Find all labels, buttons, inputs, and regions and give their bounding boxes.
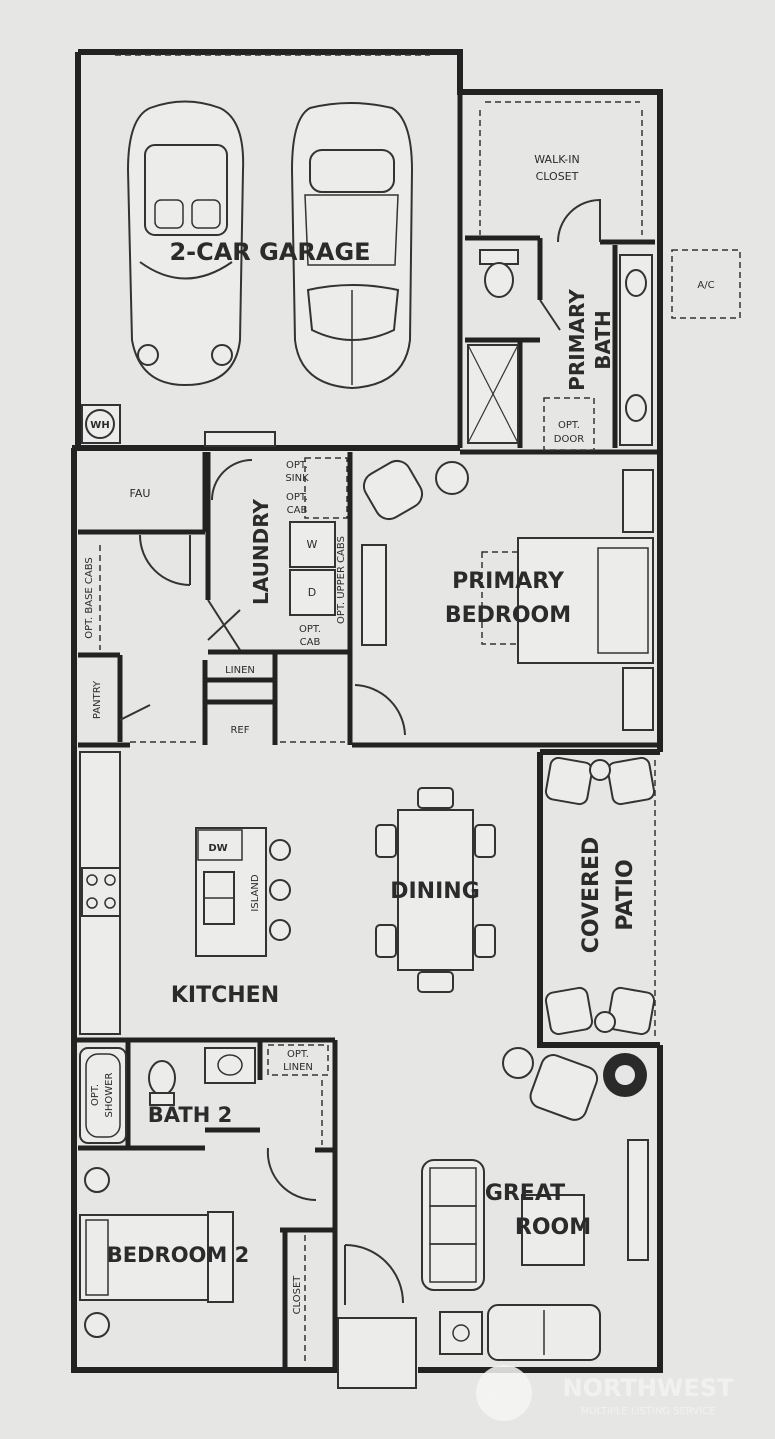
toilet-door-icon (539, 299, 561, 331)
opt-door-label-2: DOOR (554, 434, 584, 445)
bedroom2-label: BEDROOM 2 (107, 1243, 249, 1267)
dining-table-icon (375, 787, 496, 993)
opt-cab-label-2: CAB (287, 505, 308, 516)
nightstand-top (622, 469, 654, 533)
cooktop-icon (81, 867, 121, 917)
bed-icon (517, 537, 654, 664)
primary-bath-label-1: PRIMARY (565, 289, 589, 391)
ref-label: REF (230, 725, 249, 736)
nightstand-2-icon (84, 1312, 110, 1338)
bedroom-door-icon (354, 684, 406, 736)
opt-linen-box (267, 1044, 329, 1076)
entry-porch (337, 1317, 417, 1389)
covered-patio-label-2: PATIO (613, 859, 638, 930)
fau-label: FAU (130, 487, 151, 500)
garage-label: 2-CAR GARAGE (169, 238, 370, 266)
tv-console (627, 1139, 649, 1261)
coffee-table (521, 1194, 585, 1266)
dryer (289, 569, 336, 616)
opt-linen-label-1: OPT. (287, 1049, 309, 1060)
nightstand-bottom (622, 667, 654, 731)
washer-label: W (307, 538, 318, 551)
vanity-sinks (619, 254, 653, 446)
opt-shower-label-1: OPT. (90, 1084, 101, 1106)
great-room-label-2: ROOM (515, 1215, 591, 1240)
water-heater-label: WH (90, 420, 109, 431)
laundry-label: LAUNDRY (249, 498, 273, 604)
nightstand-icon (84, 1167, 110, 1193)
ac-label: A/C (697, 280, 714, 291)
sofa-icon (421, 1159, 485, 1291)
watermark-sub: MULTIPLE LISTING SERVICE (581, 1406, 716, 1417)
kitchen-island (195, 827, 291, 957)
bathtub-icon (79, 1047, 127, 1144)
opt-linen-label-2: LINEN (283, 1062, 313, 1073)
garage-step (204, 431, 276, 447)
interior-walls (74, 92, 660, 1370)
primary-bath-label-2: BATH (591, 310, 615, 370)
laundry-swing-icon (207, 599, 241, 651)
bath2-toilet-icon (148, 1060, 176, 1106)
car-left-icon (126, 100, 245, 387)
opt-sink-label-1: OPT. (286, 460, 308, 471)
bench (481, 551, 519, 645)
hall-door-icon (139, 534, 191, 586)
upper-cabs-label: OPT. UPPER CABS (336, 536, 347, 624)
lounge-chair-icon (502, 1047, 599, 1121)
opt-door-label-1: OPT. (558, 420, 580, 431)
opt-sink-label-2: SINK (285, 473, 309, 484)
nwmls-watermark: m NORTHWEST MULTIPLE LISTING SERVICE (476, 1365, 734, 1421)
plant-icon (603, 1053, 647, 1097)
linen-label: LINEN (225, 665, 255, 676)
car-right-icon (290, 102, 414, 390)
dryer-label: D (308, 586, 316, 599)
pantry-label: PANTRY (92, 680, 103, 719)
loveseat-icon (487, 1304, 601, 1361)
bath2-sink-icon (204, 1047, 256, 1084)
bedroom2-bed-icon (79, 1211, 234, 1303)
watermark-name: NORTHWEST (563, 1374, 735, 1402)
washer (289, 521, 336, 568)
kitchen-label: KITCHEN (171, 983, 279, 1008)
side-table-icon (439, 1311, 483, 1355)
opt-sink-box (304, 457, 348, 519)
opt-door-box (543, 397, 595, 451)
covered-patio-label-1: COVERED (579, 837, 604, 954)
closet-door-icon (557, 198, 601, 243)
bath2-door-icon (266, 1147, 317, 1202)
bath2-label: BATH 2 (148, 1103, 232, 1127)
pantry-door-icon (119, 704, 151, 721)
opt-cab2-label-1: OPT. (299, 624, 321, 635)
shower-icon (467, 344, 519, 444)
ac-unit (671, 249, 741, 319)
water-heater: WH (81, 404, 121, 444)
entry-door-icon (344, 1244, 404, 1304)
laundry-door-icon (211, 459, 253, 501)
primary-bedroom-label-1: PRIMARY (452, 569, 565, 594)
walk-in-label-2: CLOSET (536, 170, 579, 183)
dresser (361, 544, 387, 646)
primary-bedroom-label-2: BEDROOM (445, 603, 571, 628)
dw-label: DW (208, 843, 227, 854)
svg-text:m: m (490, 1380, 517, 1410)
toilet-icon (479, 249, 519, 298)
great-room-label-1: GREAT (485, 1181, 565, 1206)
patio-chairs-icon (544, 756, 656, 1036)
armchair-icon (362, 459, 469, 521)
opt-cab-label-1: OPT. (286, 492, 308, 503)
dining-label: DINING (390, 879, 480, 904)
walk-in-label-1: WALK-IN (534, 153, 579, 166)
island-label: ISLAND (250, 874, 261, 911)
opt-cab2-label-2: CAB (300, 637, 321, 648)
closet-label: CLOSET (292, 1275, 303, 1315)
base-cabs-label: OPT. BASE CABS (84, 557, 95, 639)
opt-shower-label-2: SHOWER (104, 1073, 115, 1118)
